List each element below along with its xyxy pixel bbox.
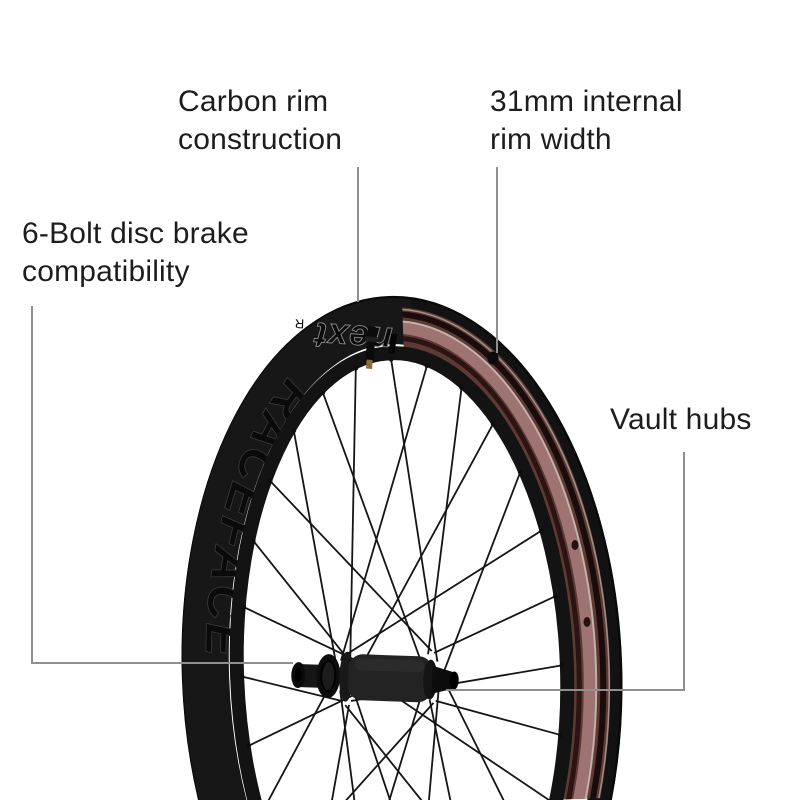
hub [291, 651, 459, 703]
valve-stem [364, 326, 398, 369]
spoke [252, 540, 345, 655]
rim-pinstripe-outer [401, 308, 611, 800]
rim-logo-registered-mark: R [295, 316, 305, 331]
callout-carbon-rim-line1: Carbon rim [178, 85, 329, 118]
valve-body [365, 326, 376, 362]
callout-rim-width-line1: 31mm internal [490, 85, 683, 118]
spoke [309, 704, 350, 800]
valve-lockring [364, 336, 378, 343]
spoke-nipple [241, 604, 247, 610]
rim-spoke-hole [487, 351, 499, 365]
spoke [269, 480, 433, 652]
rim-model-logo: next [312, 315, 394, 361]
spoke [438, 471, 522, 685]
spoke-nipple [557, 732, 563, 738]
spokes-group [239, 356, 565, 800]
spoke [292, 430, 341, 682]
spoke [321, 392, 427, 674]
spoke [433, 595, 556, 654]
spoke [437, 669, 535, 800]
spoke [283, 702, 435, 800]
rim-pinstripe [401, 320, 598, 800]
rim-spoke-hole [583, 617, 591, 627]
callout-vault-hubs: Vault hubs [610, 401, 752, 439]
spoke [346, 529, 542, 656]
spoke [411, 691, 440, 800]
callout-rim-width-line2: rim width [490, 123, 612, 156]
spoke [340, 365, 428, 661]
spoke-nipple [267, 478, 273, 484]
spoke-nipple [246, 743, 251, 749]
spoke [344, 704, 511, 800]
hub-body-highlight [354, 658, 425, 673]
callout-vault-hubs-line1: Vault hubs [610, 403, 752, 436]
spoke-nipple [490, 421, 496, 427]
spoke-nipple [553, 593, 558, 599]
axle-left-hole [294, 668, 302, 683]
callout-disc-brake-line1: 6-Bolt disc brake [22, 217, 249, 250]
wheel: RACEFACE next R [181, 295, 623, 800]
valve-stub [388, 333, 398, 355]
axle-right-cone [431, 665, 455, 694]
spoke-nipple [239, 674, 245, 679]
spoke [390, 359, 439, 662]
spoke-nipple [538, 528, 544, 534]
disc-mount-bolt-circle [320, 660, 337, 693]
rim-channel-stripe-inner [401, 335, 582, 800]
spoke [339, 690, 378, 800]
spoke-nipple [250, 538, 256, 544]
spoke [428, 699, 483, 800]
callout-carbon-rim-line2: construction [178, 123, 343, 156]
rim-channel-stripe-mauve [401, 320, 597, 800]
spoke-nipple [291, 428, 297, 434]
leader-line-vault-hubs [446, 452, 685, 691]
spoke-nipple [320, 390, 326, 395]
callout-rim-width: 31mm internal rim width [490, 83, 683, 159]
callout-disc-brake: 6-Bolt disc brake compatibility [22, 215, 249, 291]
spoke [427, 387, 463, 655]
rim-sidewall [182, 298, 429, 800]
callout-disc-brake-line2: compatibility [22, 255, 190, 288]
leader-line-disc-brake [31, 306, 293, 664]
spoke-nipple [459, 385, 464, 391]
rim-inner-channel [401, 307, 611, 800]
valve-tip-brass [366, 359, 373, 369]
rim-spoke-hole [571, 540, 579, 550]
spoke [352, 423, 494, 682]
axle-right-cap [449, 671, 459, 690]
spoke [349, 368, 357, 661]
spoke [352, 689, 450, 800]
callout-carbon-rim: Carbon rim construction [178, 83, 342, 159]
spoke-nipple [517, 469, 523, 475]
spoke-nipple [388, 356, 394, 362]
rim-channel-stripe-outer [401, 311, 607, 800]
spoke-nipple [559, 663, 565, 668]
spoke-nipple [424, 363, 430, 369]
spoke-nipple [353, 365, 359, 371]
